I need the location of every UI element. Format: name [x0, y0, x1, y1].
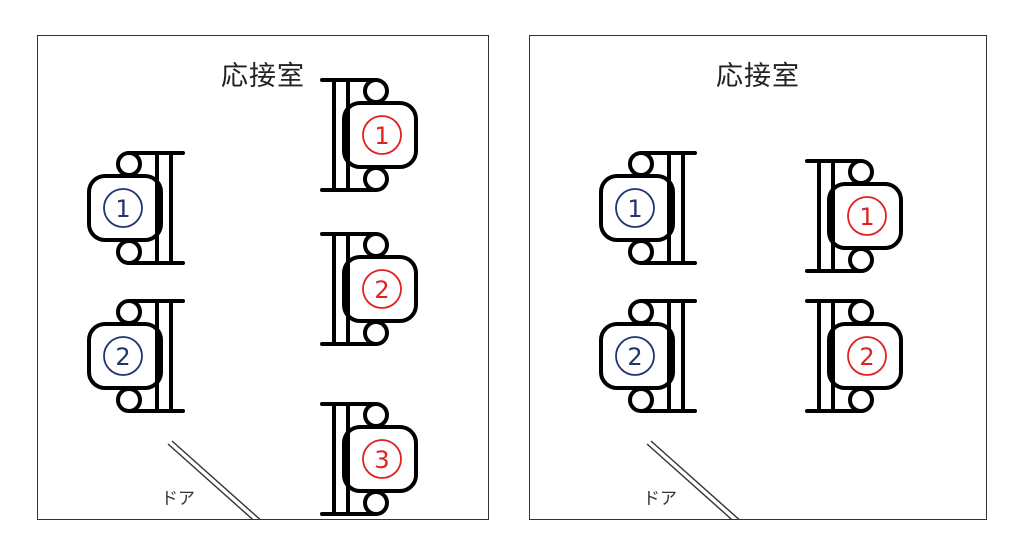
armchair-icon: 2	[599, 299, 697, 413]
seat-rank-label: 2	[627, 343, 642, 371]
chair-guest-1: 1	[805, 156, 905, 276]
room-diagram-left: 応接室 ドア 1 2 1 2 3	[37, 35, 489, 520]
door-label: ドア	[161, 489, 195, 509]
seat-rank-label: 2	[115, 343, 130, 371]
armchair-icon: 1	[87, 151, 185, 265]
armchair-icon: 1	[805, 159, 903, 273]
chair-host-1: 1	[85, 148, 185, 268]
armchair-icon: 1	[320, 78, 418, 192]
seat-rank-label: 1	[859, 203, 874, 231]
seat-rank-label: 1	[115, 195, 130, 223]
chair-host-2: 2	[85, 296, 185, 416]
seat-rank-label: 1	[374, 122, 389, 150]
seat-rank-label: 3	[374, 446, 389, 474]
chair-guest-1: 1	[320, 75, 420, 195]
chair-guest-2: 2	[320, 229, 420, 349]
room-diagram-right: 応接室 ドア 1 2 1 2	[529, 35, 987, 520]
seat-rank-label: 1	[627, 195, 642, 223]
door-icon	[167, 440, 261, 519]
chair-guest-3: 3	[320, 399, 420, 519]
armchair-icon: 2	[320, 232, 418, 346]
chair-host-2: 2	[597, 296, 697, 416]
armchair-icon: 1	[599, 151, 697, 265]
armchair-icon: 2	[87, 299, 185, 413]
door-label: ドア	[643, 489, 677, 509]
chair-guest-2: 2	[805, 296, 905, 416]
chair-host-1: 1	[597, 148, 697, 268]
seat-rank-label: 2	[374, 276, 389, 304]
room-title: 応接室	[221, 61, 305, 92]
seat-rank-label: 2	[859, 343, 874, 371]
armchair-icon: 3	[320, 402, 418, 516]
armchair-icon: 2	[805, 299, 903, 413]
door-icon	[646, 440, 740, 519]
room-title: 応接室	[716, 61, 800, 92]
